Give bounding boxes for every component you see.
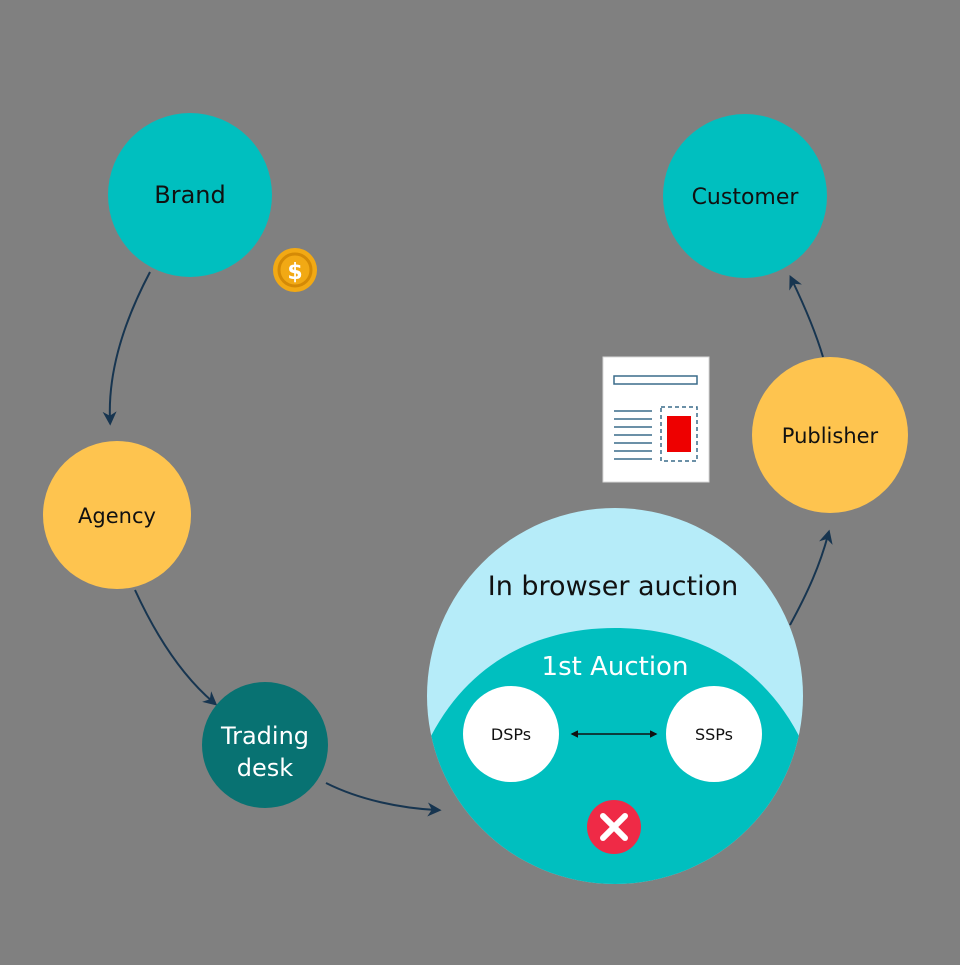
node-trading-desk: Trading desk [202, 682, 328, 808]
arrow-agency-to-trading-desk [134, 589, 218, 706]
node-ssps-label: SSPs [695, 725, 733, 744]
node-agency: Agency [43, 441, 191, 589]
node-publisher-label: Publisher [782, 424, 879, 448]
arrow-auction-to-publisher [789, 529, 833, 626]
node-customer: Customer [663, 114, 827, 278]
node-customer-label: Customer [692, 185, 800, 210]
arrow-brand-to-agency [102, 271, 151, 426]
in-browser-auction: In browser auction 1st Auction DSPs SSPs [427, 508, 803, 884]
node-publisher: Publisher [752, 357, 908, 513]
node-trading-desk-label-line2: desk [237, 754, 294, 782]
node-dsps: DSPs [463, 686, 559, 782]
svg-text:$: $ [287, 260, 302, 285]
node-dsps-label: DSPs [491, 725, 531, 744]
arrow-trading-desk-to-auction [325, 782, 442, 817]
first-auction-label: 1st Auction [542, 652, 689, 682]
node-brand: Brand [108, 113, 272, 277]
node-trading-desk-label-line1: Trading [220, 722, 309, 750]
cross-icon [587, 800, 641, 854]
auction-title: In browser auction [488, 571, 739, 602]
node-brand-label: Brand [154, 181, 225, 209]
node-agency-label: Agency [78, 504, 156, 528]
node-ssps: SSPs [666, 686, 762, 782]
arrow-publisher-to-customer [789, 274, 824, 358]
dollar-coin-icon: $ [273, 248, 317, 292]
webpage-ad-icon [602, 356, 710, 483]
